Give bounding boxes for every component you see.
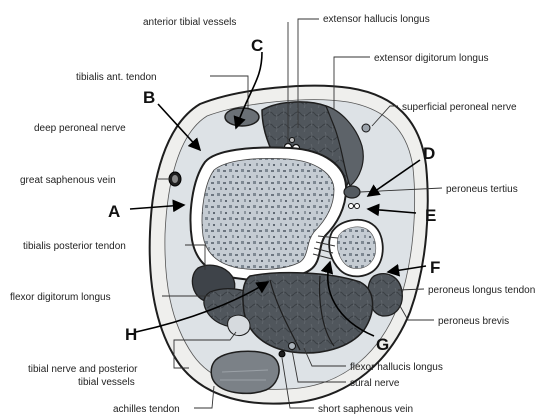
tibial-neurovascular-bundle	[228, 315, 250, 335]
label-peroneus-tertius: peroneus tertius	[446, 184, 518, 195]
letter-g: G	[376, 335, 389, 354]
label-superficial-peroneal-nerve: superficial peroneal nerve	[402, 102, 517, 113]
peroneal-vessel	[355, 204, 360, 209]
label-tibial-nerve-line1: tibial nerve and posterior	[28, 364, 138, 375]
deep-peroneal-nerve-dot	[290, 138, 295, 143]
letter-d: D	[423, 144, 435, 163]
label-flexor-digitorum-longus: flexor digitorum longus	[10, 292, 111, 303]
sural-nerve	[289, 343, 296, 350]
letter-a: A	[108, 202, 120, 221]
superficial-peroneal-nerve	[362, 124, 370, 132]
achilles-tendon	[211, 351, 279, 393]
letter-f: F	[430, 258, 440, 277]
label-sural-nerve: sural nerve	[350, 378, 400, 389]
letter-h: H	[125, 325, 137, 344]
label-extensor-digitorum-longus: extensor digitorum longus	[374, 53, 489, 64]
letter-e: E	[425, 206, 436, 225]
label-anterior-tibial-vessels: anterior tibial vessels	[143, 17, 236, 28]
label-short-saphenous-vein: short saphenous vein	[318, 404, 413, 415]
peroneus-tertius-tendon	[344, 186, 360, 198]
great-saphenous-vein-lumen	[172, 175, 178, 183]
label-deep-peroneal-nerve: deep peroneal nerve	[34, 123, 126, 134]
label-achilles-tendon: achilles tendon	[113, 404, 180, 415]
label-tibialis-posterior-tendon: tibialis posterior tendon	[23, 241, 126, 252]
label-peroneus-brevis: peroneus brevis	[438, 316, 509, 327]
label-great-saphenous-vein: great saphenous vein	[20, 175, 116, 186]
label-extensor-hallucis-longus: extensor hallucis longus	[323, 14, 430, 25]
peroneal-vessel	[349, 204, 354, 209]
peroneus-longus-muscle	[368, 274, 402, 316]
short-saphenous-vein	[279, 351, 285, 357]
label-tibial-nerve-line2: tibial vessels	[78, 377, 135, 388]
letter-b: B	[143, 88, 155, 107]
label-tibialis-ant-tendon: tibialis ant. tendon	[76, 72, 157, 83]
label-peroneus-longus-tendon: peroneus longus tendon	[428, 285, 535, 296]
letter-c: C	[251, 36, 263, 55]
label-flexor-hallucis-longus: flexor hallucis longus	[350, 362, 443, 373]
